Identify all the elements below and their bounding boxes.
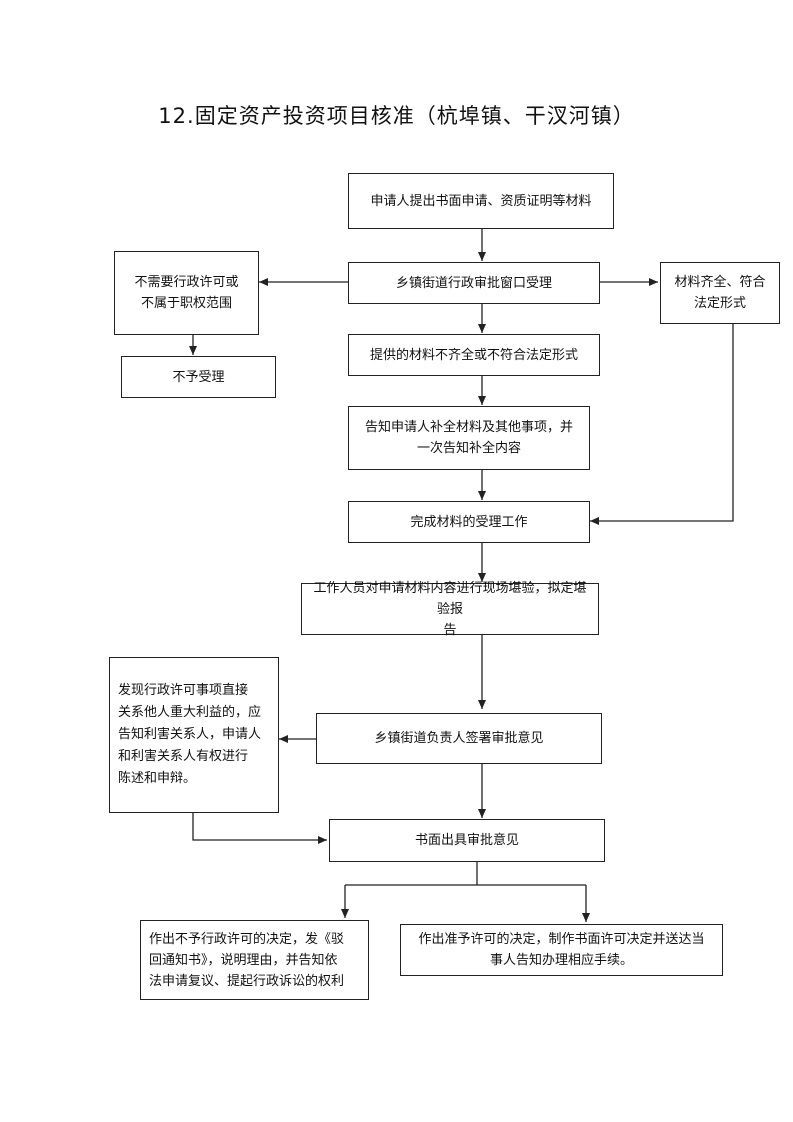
node-third-party: 发现行政许可事项直接 关系他人重大利益的，应 告知利害关系人，申请人 和利害关系… [109, 657, 279, 813]
node-apply: 申请人提出书面申请、资质证明等材料 [348, 173, 614, 229]
node-window: 乡镇街道行政审批窗口受理 [348, 262, 600, 304]
node-finish-accept: 完成材料的受理工作 [348, 501, 590, 543]
node-approve: 作出准予许可的决定，制作书面许可决定并送达当 事人告知办理相应手续。 [400, 924, 723, 976]
node-deny: 作出不予行政许可的决定，发《驳 回通知书》，说明理由，并告知依 法申请复议、提起… [140, 920, 369, 1000]
arrow-third-party-to-written [192, 813, 327, 844]
node-complete-ok: 材料齐全、符合 法定形式 [660, 262, 780, 324]
page-title: 12.固定资产投资项目核准（杭埠镇、干汊河镇） [158, 104, 635, 128]
arrow-complete-to-finish [590, 324, 734, 525]
node-reject-accept: 不予受理 [121, 356, 276, 398]
node-written-opinion: 书面出具审批意见 [329, 819, 605, 862]
node-head-sign: 乡镇街道负责人签署审批意见 [316, 713, 602, 764]
node-not-required: 不需要行政许可或 不属于职权范围 [114, 251, 259, 335]
node-incomplete: 提供的材料不齐全或不符合法定形式 [348, 334, 600, 376]
node-site-check: 工作人员对申请材料内容进行现场堪验，拟定堪验报 告 [301, 581, 599, 638]
node-notify-supplement: 告知申请人补全材料及其他事项，并 一次告知补全内容 [348, 406, 590, 470]
